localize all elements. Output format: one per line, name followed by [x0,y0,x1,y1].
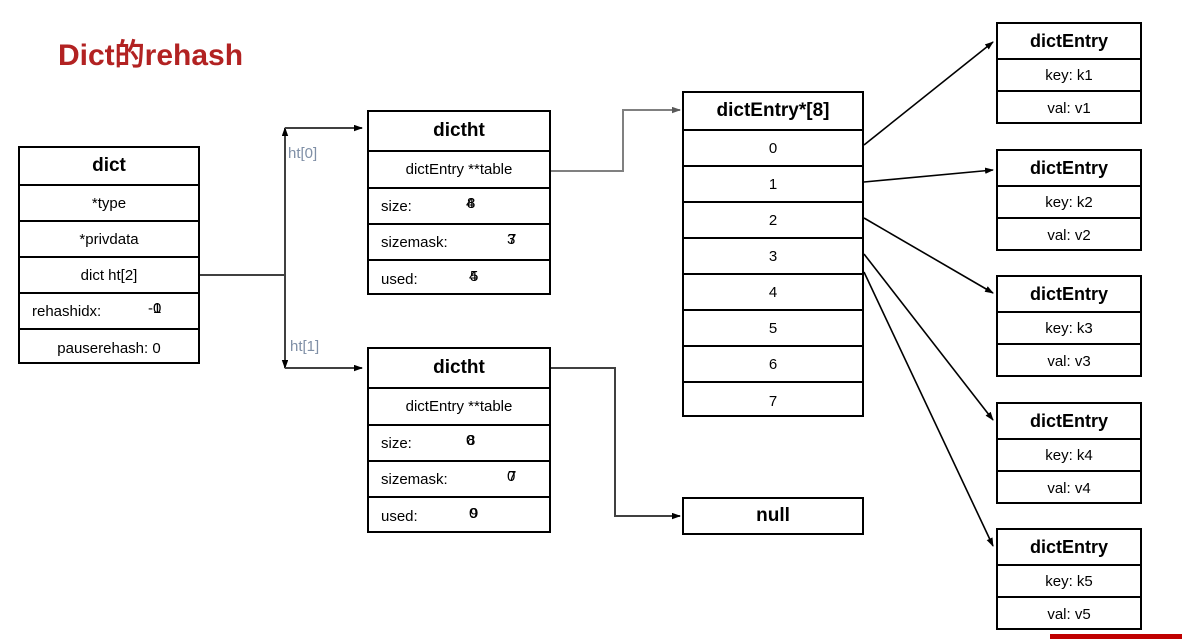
dict-field-ht: dict ht[2] [20,258,198,294]
wire-ht1-to-null [551,367,681,520]
dict-rehashidx-value: -1 0 [148,300,162,322]
dictentry-box-4: dictEntry key: k4 val: v4 [996,402,1142,504]
dictht0-size-value: 4 8 [466,195,478,217]
dictht1-sizemask-value-new: 7 [508,468,517,485]
dict-field-rehashidx: rehashidx: -1 0 [20,294,198,330]
bucket-row-6: 6 [684,347,862,383]
dictht0-used-value: 4 5 [469,268,481,290]
dict-rehashidx-value-new: 0 [153,300,162,317]
dict-rehashidx-value-old: -1 [148,300,162,317]
dictentry-4-key: key: k4 [998,440,1140,472]
dictentry-3-header: dictEntry [998,277,1140,313]
dictentry-5-val: val: v5 [1047,605,1091,623]
dictht0-used-label: used: [381,270,418,288]
dict-field-type: *type [20,186,198,222]
dictentry-box-5: dictEntry key: k5 val: v5 [996,528,1142,630]
dictht0-sizemask-value: 3 7 [507,231,519,253]
null-box: null [682,497,864,535]
dictentry-box-1: dictEntry key: k1 val: v1 [996,22,1142,124]
bucket-row-1: 1 [684,167,862,203]
dictentry-5-header: dictEntry [998,530,1140,566]
dictht1-size-value-old: 0 [466,432,475,449]
dictht0-used-value-old: 4 [469,268,478,285]
dictht0-sizemask-field: sizemask: 3 7 [369,225,549,261]
dictentry-4-val: val: v4 [1047,479,1091,497]
dictht1-size-field: size: 0 8 [369,426,549,462]
dictht1-sizemask-value-old: 0 [507,468,516,485]
dictentry-1-header: dictEntry [998,24,1140,60]
dict-header: dict [20,148,198,186]
bucket-row-7: 7 [768,392,778,410]
dictht0-size-value-new: 8 [467,195,476,212]
dictht0-size-field: size: 4 8 [369,189,549,225]
dictht1-used-field: used: 0 9 [369,498,549,534]
dictentry-2-key: key: k2 [998,187,1140,219]
null-label: null [756,505,790,526]
dictentry-3-val: val: v3 [1047,352,1091,370]
ht0-label: ht[0] [288,145,318,162]
wire-dict-to-ht [200,124,363,372]
dictht0-size-label: size: [381,197,412,215]
dictht0-sizemask-value-old: 3 [507,231,516,248]
wire-bucket4-to-entry5 [863,271,994,547]
dictht1-used-value: 0 9 [469,505,481,527]
bottom-accent-bar [1050,634,1182,639]
dictentry-box-2: dictEntry key: k2 val: v2 [996,149,1142,251]
bucket-array-header: dictEntry*[8] [684,93,862,131]
dictht1-used-value-new: 9 [470,505,479,522]
dictentry-2-val: val: v2 [1047,226,1091,244]
dictht0-used-field: used: 4 5 [369,261,549,297]
dictht0-struct-box: dictht dictEntry **table size: 4 8 sizem… [367,110,551,295]
dictht1-used-label: used: [381,507,418,525]
bucket-row-0: 0 [684,131,862,167]
dictentry-3-key: key: k3 [998,313,1140,345]
dict-struct-box: dict *type *privdata dict ht[2] rehashid… [18,146,200,364]
dictentry-5-key: key: k5 [998,566,1140,598]
dictht1-table-field: dictEntry **table [369,389,549,426]
bucket-row-3: 3 [684,239,862,275]
dict-field-pauserehash: pauserehash: 0 [57,339,161,357]
bucket-row-2: 2 [684,203,862,239]
bucket-row-4: 4 [684,275,862,311]
bucket-array-box: dictEntry*[8] 0 1 2 3 4 5 6 7 [682,91,864,417]
dictht0-used-value-new: 5 [470,268,479,285]
dictht1-size-value: 0 8 [466,432,478,454]
dictht1-sizemask-field: sizemask: 0 7 [369,462,549,498]
dictht1-size-value-new: 8 [467,432,476,449]
dictht0-sizemask-label: sizemask: [381,233,448,251]
wire-ht0-table-to-array [551,106,681,172]
dict-rehashidx-label: rehashidx: [32,302,102,320]
dictentry-4-header: dictEntry [998,404,1140,440]
dictht0-table-field: dictEntry **table [369,152,549,189]
dictht1-used-value-old: 0 [469,505,478,522]
dictht1-header: dictht [369,349,549,389]
dictht0-header: dictht [369,112,549,152]
wire-bucket1-to-entry2 [863,167,994,183]
page-title: Dict的rehash [58,39,244,72]
dictentry-2-header: dictEntry [998,151,1140,187]
dictht1-size-label: size: [381,434,412,452]
dictentry-1-val: val: v1 [1047,99,1091,117]
dictht0-sizemask-value-new: 7 [508,231,517,248]
dictentry-box-3: dictEntry key: k3 val: v3 [996,275,1142,377]
dictht1-struct-box: dictht dictEntry **table size: 0 8 sizem… [367,347,551,533]
wire-bucket2-to-entry3 [863,217,994,294]
dictht0-size-value-old: 4 [466,195,475,212]
wire-bucket0-to-entry1 [863,41,994,146]
bucket-row-5: 5 [684,311,862,347]
ht1-label: ht[1] [290,338,320,355]
wire-bucket3-to-entry4 [863,253,994,421]
dict-field-privdata: *privdata [20,222,198,258]
dictht1-sizemask-label: sizemask: [381,470,448,488]
dictentry-1-key: key: k1 [998,60,1140,92]
dictht1-sizemask-value: 0 7 [507,468,519,490]
